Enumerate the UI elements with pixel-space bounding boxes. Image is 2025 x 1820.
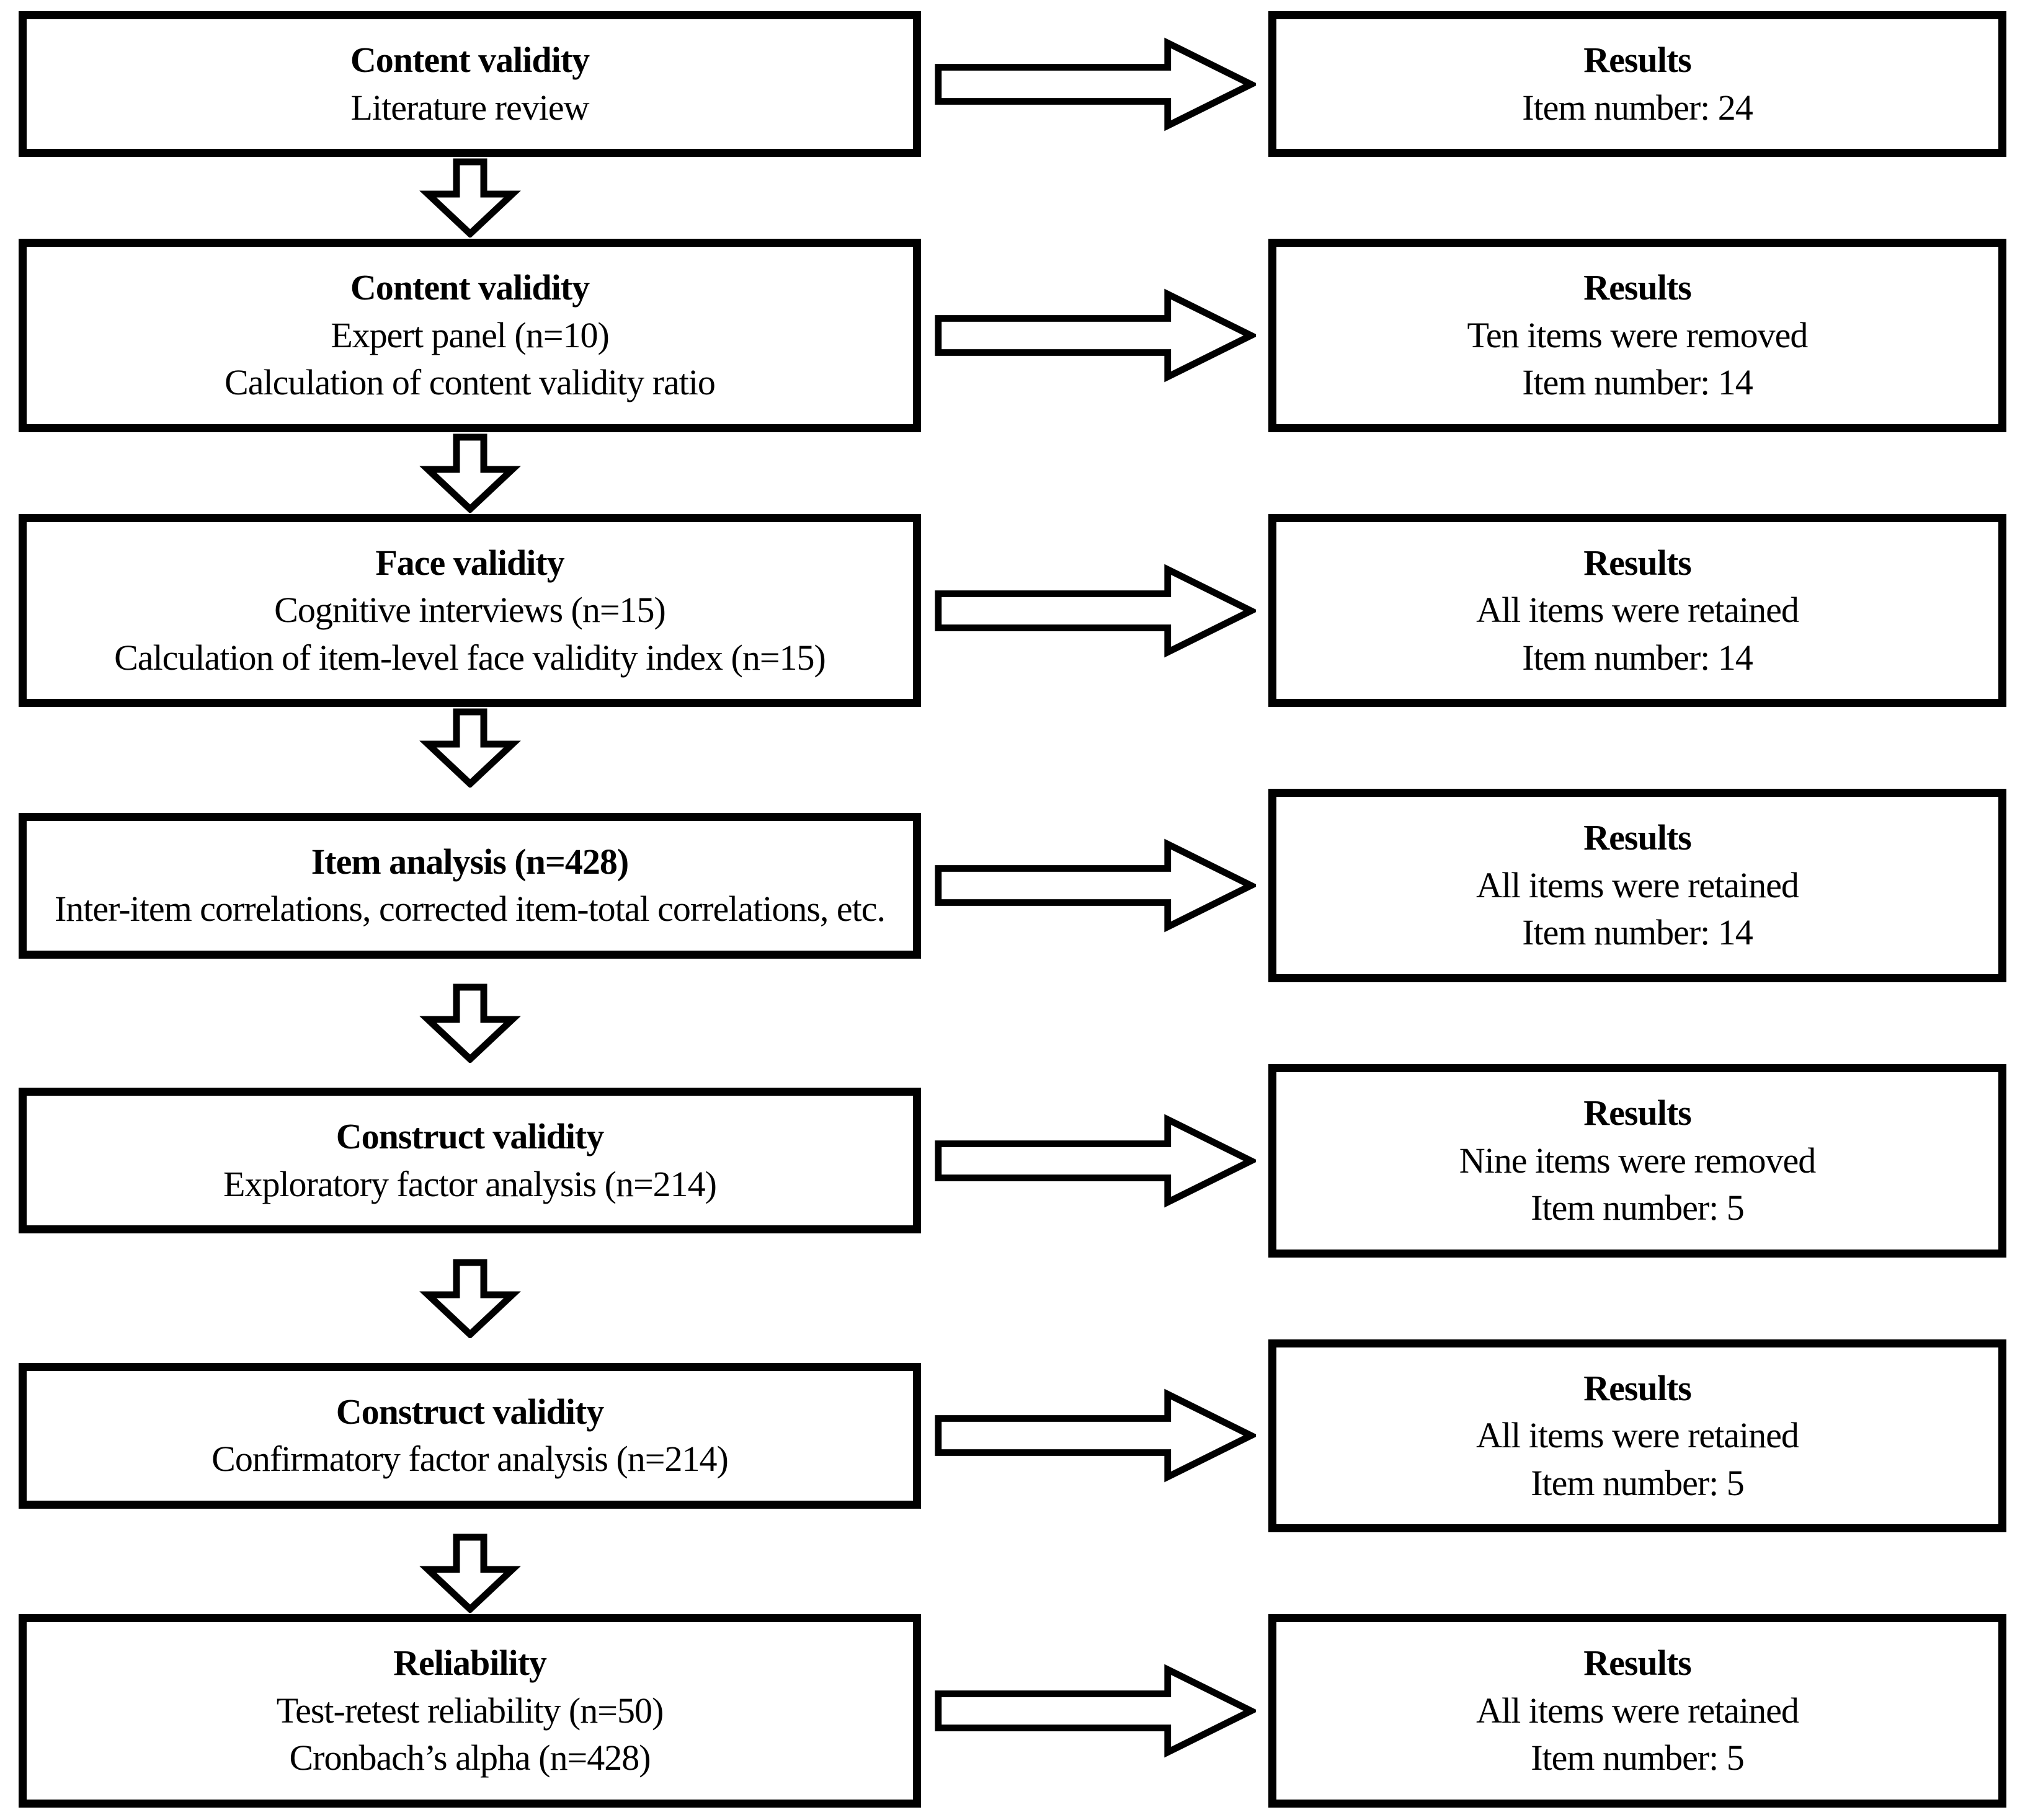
results-title: Results: [1583, 1093, 1691, 1134]
results-box-5: Results Nine items were removed Item num…: [1268, 1064, 2006, 1258]
process-box-content-validity-2: Content validity Expert panel (n=10) Cal…: [19, 239, 921, 432]
results-line: Nine items were removed: [1459, 1140, 1817, 1181]
process-box-construct-validity-cfa: Construct validity Confirmatory factor a…: [19, 1362, 921, 1509]
results-box-4: Results All items were retained Item num…: [1268, 789, 2006, 983]
results-line: Item number: 24: [1522, 87, 1753, 128]
results-line: All items were retained: [1476, 1415, 1799, 1456]
process-line: Calculation of content validity ratio: [225, 362, 716, 403]
down-arrow-icon: [419, 983, 521, 1063]
right-arrow-icon: [935, 1664, 1256, 1758]
results-title: Results: [1583, 817, 1691, 858]
right-arrow-icon: [935, 838, 1256, 933]
arrow-gap: [19, 432, 921, 514]
process-line: Cronbach’s alpha (n=428): [289, 1738, 651, 1778]
down-arrow-icon: [419, 1534, 521, 1614]
process-line: Test-retest reliability (n=50): [276, 1690, 664, 1731]
process-title: Content validity: [350, 40, 590, 80]
process-title: Construct validity: [336, 1391, 605, 1432]
results-line: Item number: 5: [1531, 1462, 1745, 1503]
process-title: Item analysis (n=428): [311, 841, 630, 882]
results-line: All items were retained: [1476, 1690, 1799, 1731]
flow-row-6: Construct validity Confirmatory factor a…: [19, 1339, 2006, 1533]
right-arrow-icon: [935, 288, 1256, 383]
process-line: Exploratory factor analysis (n=214): [223, 1163, 717, 1204]
process-box-construct-validity-efa: Construct validity Exploratory factor an…: [19, 1088, 921, 1234]
process-line: Expert panel (n=10): [331, 314, 610, 355]
results-line: Item number: 5: [1531, 1738, 1745, 1778]
arrow-gap: [19, 1258, 921, 1339]
results-line: Ten items were removed: [1467, 314, 1809, 355]
results-title: Results: [1583, 40, 1691, 80]
results-box-6: Results All items were retained Item num…: [1268, 1339, 2006, 1533]
results-box-1: Results Item number: 24: [1268, 11, 2006, 158]
down-arrow-icon: [419, 433, 521, 513]
down-arrow-icon: [419, 158, 521, 238]
process-title: Content validity: [350, 267, 590, 308]
right-arrow-icon: [935, 564, 1256, 657]
process-line: Calculation of item-level face validity …: [114, 637, 826, 678]
arrow-gap: [19, 982, 921, 1064]
right-arrow-icon: [935, 1114, 1256, 1208]
right-arrow-icon: [935, 1389, 1256, 1483]
process-title: Construct validity: [336, 1116, 605, 1157]
flow-row-4: Item analysis (n=428) Inter-item correla…: [19, 789, 2006, 983]
arrow-gap: [19, 707, 921, 789]
results-title: Results: [1583, 542, 1691, 583]
results-line: Item number: 14: [1522, 362, 1753, 403]
results-box-3: Results All items were retained Item num…: [1268, 513, 2006, 708]
results-box-2: Results Ten items were removed Item numb…: [1268, 239, 2006, 432]
process-line: Confirmatory factor analysis (n=214): [211, 1439, 729, 1480]
flow-row-7: Reliability Test-retest reliability (n=5…: [19, 1614, 2006, 1808]
arrow-gap: [19, 157, 921, 239]
results-line: Item number: 14: [1522, 637, 1753, 678]
results-line: All items were retained: [1476, 864, 1799, 905]
process-title: Face validity: [375, 542, 564, 583]
arrow-gap: [19, 1532, 921, 1614]
process-line: Literature review: [350, 87, 590, 128]
results-title: Results: [1583, 1643, 1691, 1684]
flow-row-3: Face validity Cognitive interviews (n=15…: [19, 513, 2006, 708]
results-line: Item number: 5: [1531, 1187, 1745, 1228]
process-box-reliability: Reliability Test-retest reliability (n=5…: [19, 1614, 921, 1808]
results-box-7: Results All items were retained Item num…: [1268, 1614, 2006, 1808]
results-line: Item number: 14: [1522, 912, 1753, 953]
flow-row-5: Construct validity Exploratory factor an…: [19, 1064, 2006, 1258]
process-line: Cognitive interviews (n=15): [274, 590, 666, 631]
results-title: Results: [1583, 1367, 1691, 1408]
down-arrow-icon: [419, 708, 521, 788]
right-arrow-icon: [935, 37, 1256, 131]
process-box-content-validity-1: Content validity Literature review: [19, 11, 921, 158]
flow-row-1: Content validity Literature review Resul…: [19, 11, 2006, 158]
flow-row-2: Content validity Expert panel (n=10) Cal…: [19, 239, 2006, 432]
process-title: Reliability: [393, 1643, 547, 1684]
results-line: All items were retained: [1476, 590, 1799, 631]
down-arrow-icon: [419, 1259, 521, 1338]
results-title: Results: [1583, 267, 1691, 308]
process-line: Inter-item correlations, corrected item-…: [54, 889, 886, 930]
process-box-face-validity: Face validity Cognitive interviews (n=15…: [19, 513, 921, 708]
process-box-item-analysis: Item analysis (n=428) Inter-item correla…: [19, 812, 921, 959]
